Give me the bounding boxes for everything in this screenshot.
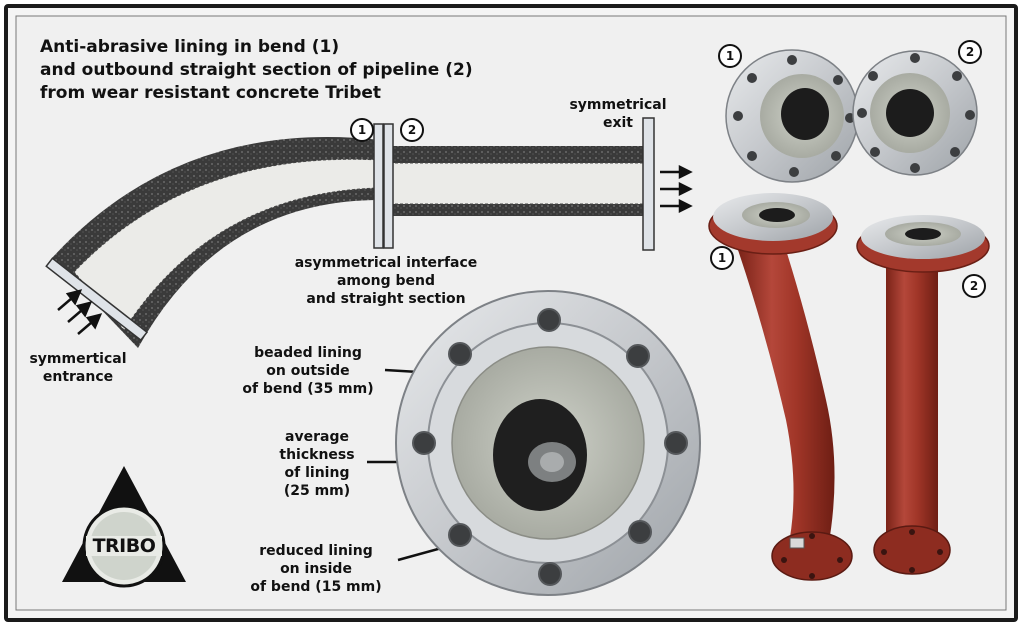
tribo-logo [62, 466, 186, 588]
entrance-arrows [57, 289, 103, 335]
callout-inside-lining: reduced lining on inside of bend (15 mm) [250, 543, 382, 595]
title-line-1: Anti-abrasive lining in bend (1) [40, 37, 340, 57]
interface-flange-2 [383, 123, 394, 249]
title-line-3: from wear resistant concrete Tribet [40, 83, 382, 103]
exit-flange [642, 117, 655, 251]
photo-marker-top-1: 1 [718, 44, 742, 68]
interface-flange-1 [373, 123, 384, 249]
callout-outside-lining: beaded lining on outside of bend (35 mm) [242, 345, 374, 397]
photo-marker-straight: 2 [962, 274, 986, 298]
tribo-logo-text: TRIBO [92, 535, 156, 557]
callout-average-thickness: average thickness of lining (25 mm) [279, 429, 355, 499]
photo-marker-bend: 1 [710, 246, 734, 270]
exit-arrows [660, 164, 693, 214]
interface-label: asymmetrical interface among bend and st… [294, 255, 478, 307]
figure-title: Anti-abrasive lining in bend (1) and out… [40, 36, 473, 105]
flange-photo [395, 290, 701, 596]
title-line-2: and outbound straight section of pipelin… [40, 60, 473, 80]
diagram-marker-1: 1 [350, 118, 374, 142]
photo-marker-top-2: 2 [958, 40, 982, 64]
straight-lining [389, 162, 647, 205]
top-flange-photo-2 [852, 50, 978, 176]
bend-pipe-photo [708, 193, 853, 581]
entrance-flange [45, 257, 149, 342]
straight-pipe-photo [856, 215, 990, 575]
top-flange-photo-1 [725, 49, 859, 183]
diagram-marker-2: 2 [400, 118, 424, 142]
entrance-label: symmertical entrance [29, 351, 127, 385]
exit-label: symmetrical exit [569, 97, 667, 131]
